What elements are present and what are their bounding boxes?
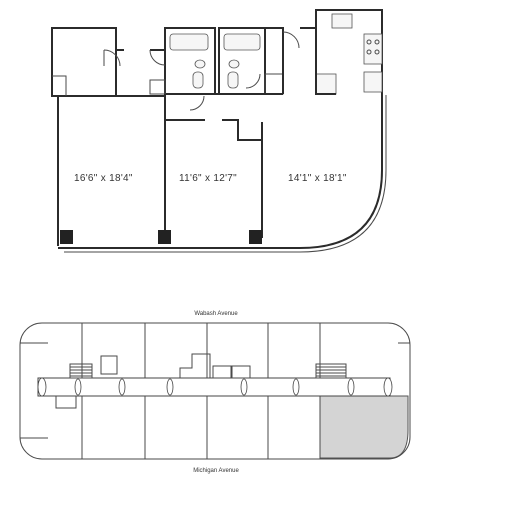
island [315, 73, 337, 95]
kitchen-island-wall [315, 28, 336, 95]
column [60, 230, 73, 244]
closet-shelf [52, 75, 67, 96]
refrigerator [331, 13, 353, 29]
linen-closet [149, 79, 166, 95]
toilet-2 [227, 71, 239, 89]
burner [374, 39, 380, 45]
street-label-top: Wabash Avenue [194, 311, 238, 317]
sink-2 [228, 59, 240, 69]
burner [366, 39, 372, 45]
toilet-1 [192, 71, 204, 89]
door-swing [189, 95, 205, 111]
column [158, 230, 171, 244]
corridor [37, 377, 391, 397]
exterior-wall-curved [58, 95, 383, 249]
closet-wall [115, 28, 124, 51]
lower-unit-dividers [20, 396, 321, 459]
counter [363, 33, 383, 65]
room-dimension-label: 14'1" x 18'1" [288, 173, 347, 184]
stair-treads [70, 366, 92, 377]
building-outline [19, 322, 411, 460]
highlighted-unit [319, 395, 409, 459]
key-plan: Wabash Avenue Michigan Avenue [19, 311, 411, 474]
dishwasher [363, 71, 383, 93]
door-swing [282, 31, 300, 49]
service-room [231, 365, 251, 379]
walk-in-closet [51, 27, 117, 97]
elevator-core [100, 355, 118, 375]
stair-core [69, 363, 93, 379]
stair-core [315, 363, 347, 379]
door-swing [245, 73, 261, 89]
stair-treads [316, 366, 346, 377]
door-swing [103, 49, 121, 67]
bathtub-2 [223, 33, 261, 51]
closet-wall [222, 119, 263, 141]
utility-wall [265, 27, 284, 94]
bathtub-1 [169, 33, 209, 51]
sink-1 [194, 59, 206, 69]
upper-unit-dividers [20, 323, 410, 378]
unit-plan: 16'6" x 18'4" 11'6" x 12'7" 14'1" x 18'1… [51, 9, 387, 253]
service-core [179, 353, 211, 378]
corridor-doors [37, 377, 393, 397]
column [249, 230, 262, 244]
door-swing [149, 49, 166, 66]
burner [374, 49, 380, 55]
utility-closet [264, 73, 284, 95]
lobby-core [55, 396, 77, 409]
burner [366, 49, 372, 55]
service-room [212, 365, 232, 379]
window-line-curved [299, 95, 387, 253]
room-dimension-label: 16'6" x 18'4" [74, 173, 133, 184]
room-dimension-label: 11'6" x 12'7" [179, 173, 237, 184]
street-label-bottom: Michigan Avenue [193, 468, 239, 474]
